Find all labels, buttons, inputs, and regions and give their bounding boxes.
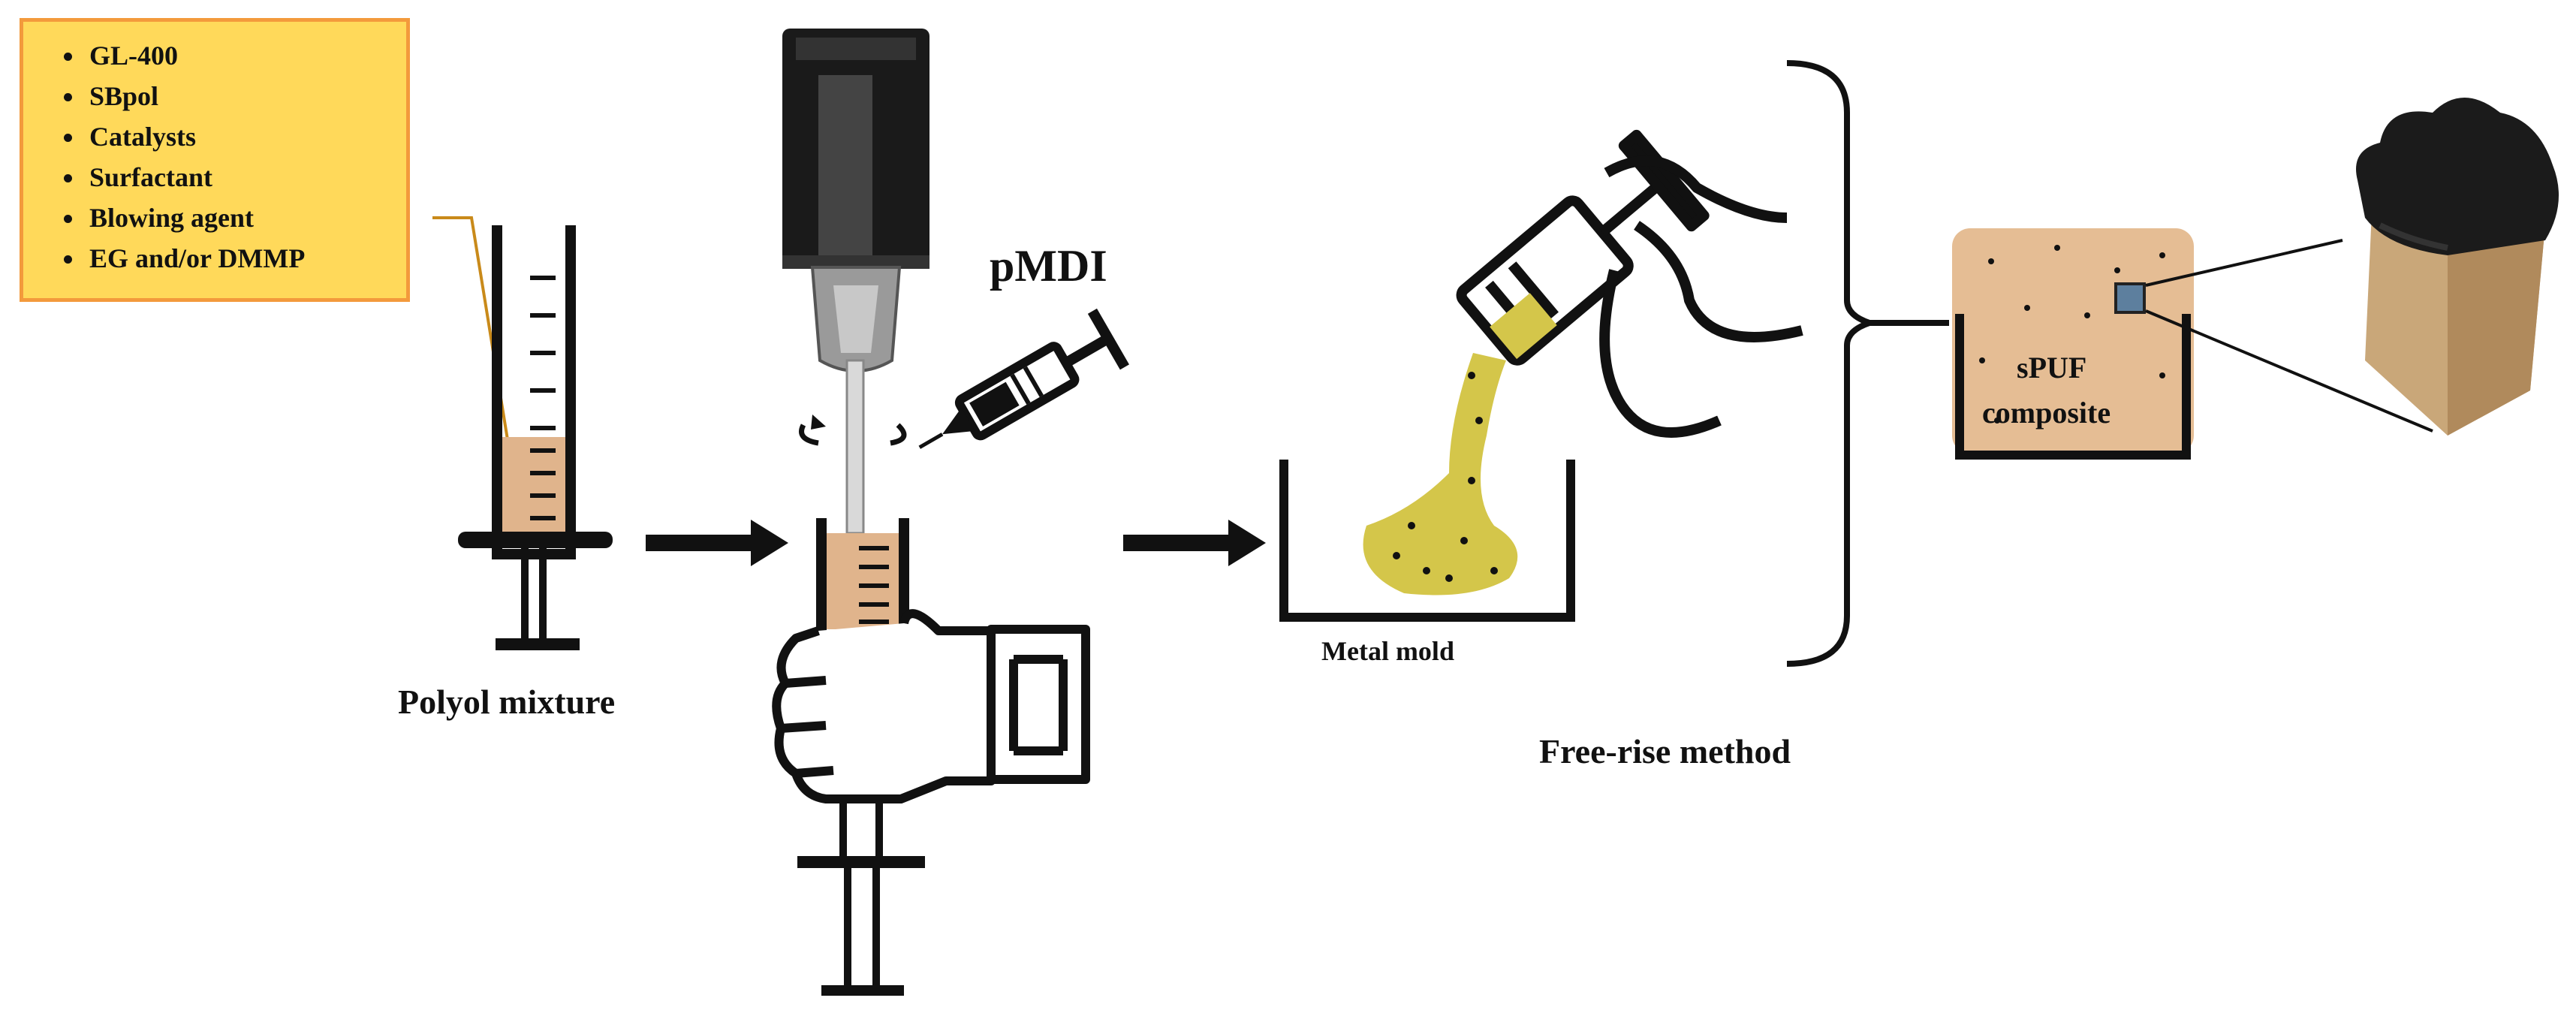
polyol-beaker-icon <box>458 225 613 650</box>
pouring-syringe-icon <box>1456 129 1803 438</box>
brace-icon <box>1786 60 1949 667</box>
ingredient-list-box: GL-400 SBpol Catalysts Surfactant Blowin… <box>20 18 410 302</box>
polyol-mixture-label: Polyol mixture <box>398 683 616 721</box>
arrow-icon <box>1123 520 1266 566</box>
foam-sample-photo <box>2356 98 2559 436</box>
composite-label: composite <box>1982 396 2111 430</box>
mixing-beaker-icon <box>816 518 909 641</box>
ingredient-item: GL-400 <box>85 35 406 76</box>
hand-icon <box>772 609 1090 803</box>
syringe-icon <box>918 308 1129 449</box>
ingredient-item: Surfactant <box>85 157 406 197</box>
spuf-label: sPUF <box>2017 351 2087 384</box>
ingredient-item: SBpol <box>85 76 406 116</box>
ingredient-item: Catalysts <box>85 116 406 157</box>
ingredient-item: Blowing agent <box>85 197 406 238</box>
pmdi-label: pMDI <box>990 241 1107 291</box>
mixer-icon <box>782 29 929 535</box>
metal-mold-label: Metal mold <box>1321 636 1454 666</box>
syringe-barrel-icon <box>797 799 925 996</box>
mold-icon <box>1279 460 1575 622</box>
composite-block-icon <box>1952 228 2433 460</box>
arrow-icon <box>646 520 788 566</box>
free-rise-method-label: Free-rise method <box>1539 732 1791 770</box>
ingredient-item: EG and/or DMMP <box>85 238 406 279</box>
foam-pour <box>1363 353 1518 595</box>
